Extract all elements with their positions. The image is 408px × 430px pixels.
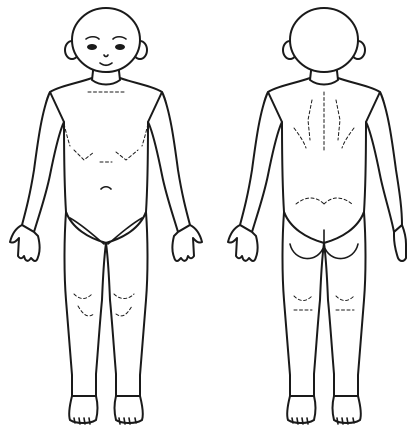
back-right-hand (394, 225, 406, 261)
front-torso (44, 78, 168, 243)
left-eye (87, 44, 97, 50)
child-back-view (228, 8, 406, 424)
back-left-arm (240, 92, 282, 232)
front-left-arm (22, 92, 64, 232)
back-right-arm (366, 92, 402, 232)
child-front-view (10, 8, 202, 424)
back-head (290, 8, 358, 72)
right-eye (115, 44, 125, 50)
front-head (72, 8, 140, 72)
front-right-arm (148, 92, 190, 232)
